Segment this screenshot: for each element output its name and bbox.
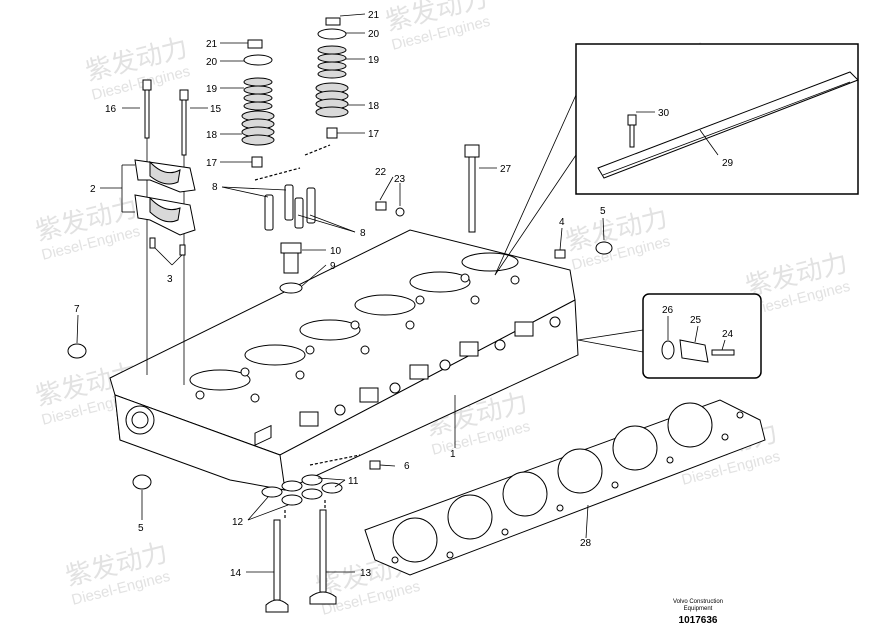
plug-22-23 (375, 201, 405, 217)
plug-4 (554, 249, 566, 259)
bolt-15 (179, 89, 189, 385)
plug-5-right (595, 241, 613, 255)
dowel-pins (149, 237, 186, 256)
corner-caption: Volvo Construction Equipment 1017636 (673, 599, 723, 626)
callout-14: 14 (230, 568, 242, 579)
callout-21-right: 21 (368, 10, 380, 21)
callout-17-left: 17 (206, 158, 218, 169)
callout-20-right: 20 (368, 29, 380, 40)
callout-22: 22 (375, 167, 387, 178)
callout-26: 26 (662, 305, 674, 316)
valve-spring-stack-right (315, 17, 349, 139)
plug-5-left (132, 474, 152, 490)
cylinder-head (109, 229, 579, 491)
callout-5-left: 5 (138, 523, 144, 534)
callout-3: 3 (167, 274, 173, 285)
callout-8-top: 8 (212, 182, 218, 193)
callout-12: 12 (232, 517, 244, 528)
callout-15: 15 (210, 104, 222, 115)
plug-6 (369, 460, 381, 470)
head-gasket (364, 399, 766, 576)
callout-7: 7 (74, 304, 80, 315)
callout-21-left: 21 (206, 39, 218, 50)
valve-pockets (189, 252, 520, 403)
callout-23: 23 (394, 174, 406, 185)
valve-intake (309, 509, 337, 605)
watermark-tile: 紫发动力 Diesel-Engines (62, 537, 172, 609)
detail-box-cover (577, 293, 762, 379)
watermark-tile: 紫发动力 Diesel-Engines (562, 202, 672, 274)
callout-labels: 1 2 3 4 5 5 6 7 8 8 9 10 11 12 13 14 15 … (74, 10, 734, 579)
callout-20-left: 20 (206, 57, 218, 68)
callout-24: 24 (722, 329, 734, 340)
callout-4: 4 (559, 217, 565, 228)
callout-18-left: 18 (206, 130, 218, 141)
callout-25: 25 (690, 315, 702, 326)
callout-16: 16 (105, 104, 117, 115)
watermark-tile: 紫发动力 Diesel-Engines (382, 0, 492, 54)
callout-30: 30 (658, 108, 670, 119)
valve-guides (264, 184, 316, 231)
callout-29: 29 (722, 158, 734, 169)
callout-27: 27 (500, 164, 512, 175)
caption-line1: Volvo Construction (673, 599, 723, 605)
callout-6: 6 (404, 461, 410, 472)
valve-spring-stack-left (241, 39, 275, 168)
side-ports (254, 316, 561, 446)
callout-19-left: 19 (206, 84, 218, 95)
caption-line2: Equipment (684, 606, 713, 612)
valve-seat-rings (261, 454, 361, 518)
callout-18-right: 18 (368, 101, 380, 112)
callout-11: 11 (348, 476, 359, 487)
bolt-27 (464, 144, 480, 233)
caption-number: 1017636 (679, 615, 718, 626)
watermark-tile: 紫发动力 Diesel-Engines (82, 32, 192, 104)
valve-exhaust (265, 519, 289, 613)
leader-lines (76, 13, 726, 573)
callout-2: 2 (90, 184, 96, 195)
detail-box-heat-shield (494, 43, 859, 276)
callout-10: 10 (330, 246, 342, 257)
plug-7 (67, 343, 87, 359)
injector-sleeve (279, 242, 303, 294)
bearing-caps (134, 159, 196, 236)
callout-5-right: 5 (600, 206, 606, 217)
callout-8-bottom: 8 (360, 228, 366, 239)
callout-1: 1 (450, 449, 456, 460)
bolt-16 (142, 79, 152, 375)
watermark-tile: 紫发动力 Diesel-Engines (32, 192, 142, 264)
callout-28: 28 (580, 538, 592, 549)
callout-13: 13 (360, 568, 372, 579)
callout-9: 9 (330, 261, 336, 272)
callout-19-right: 19 (368, 55, 380, 66)
callout-17-right: 17 (368, 129, 380, 140)
